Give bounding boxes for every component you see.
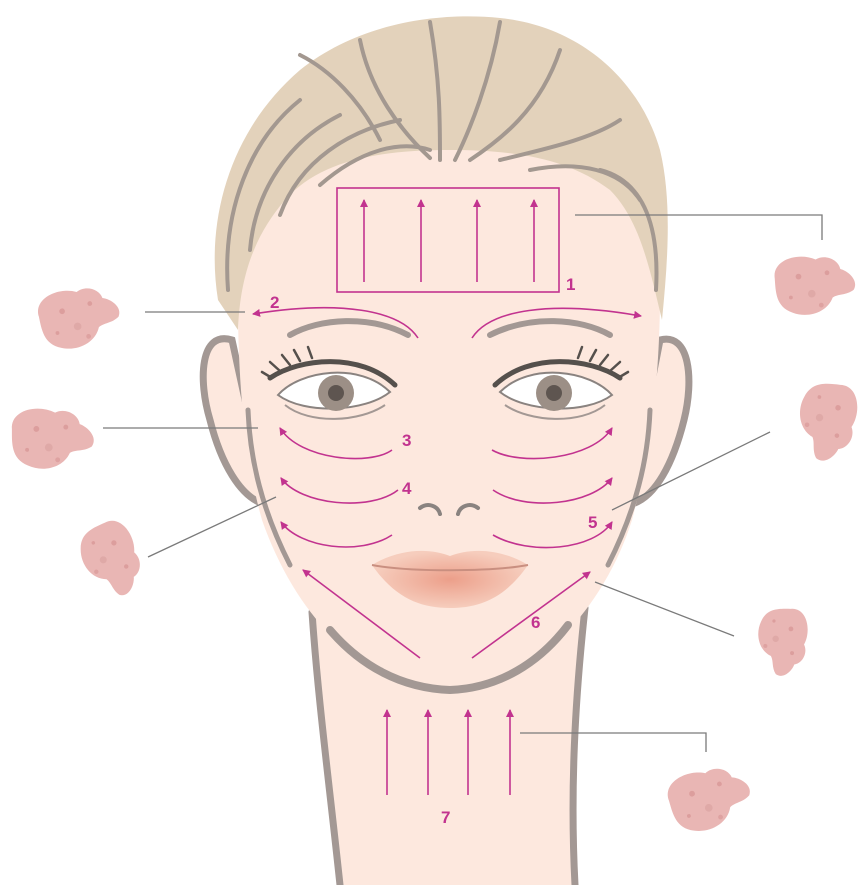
step-label-2: 2 (270, 293, 279, 312)
gua-sha-stone-icon (664, 762, 756, 837)
step-label-3: 3 (402, 431, 411, 450)
gua-sha-stone-icon (9, 407, 96, 472)
leader-line-6 (595, 582, 734, 636)
gua-sha-stone-icon (73, 516, 149, 605)
gua-sha-stone-icon (36, 284, 124, 353)
gua-sha-stone-icon (792, 379, 861, 466)
gua-sha-stone-icon (755, 606, 810, 678)
step-label-6: 6 (531, 613, 540, 632)
gua-sha-stone-icon (775, 257, 856, 315)
step-label-1: 1 (566, 275, 575, 294)
leader-line-4 (148, 497, 276, 557)
step-label-7: 7 (441, 808, 450, 827)
step-label-5: 5 (588, 513, 597, 532)
step-label-4: 4 (402, 479, 412, 498)
